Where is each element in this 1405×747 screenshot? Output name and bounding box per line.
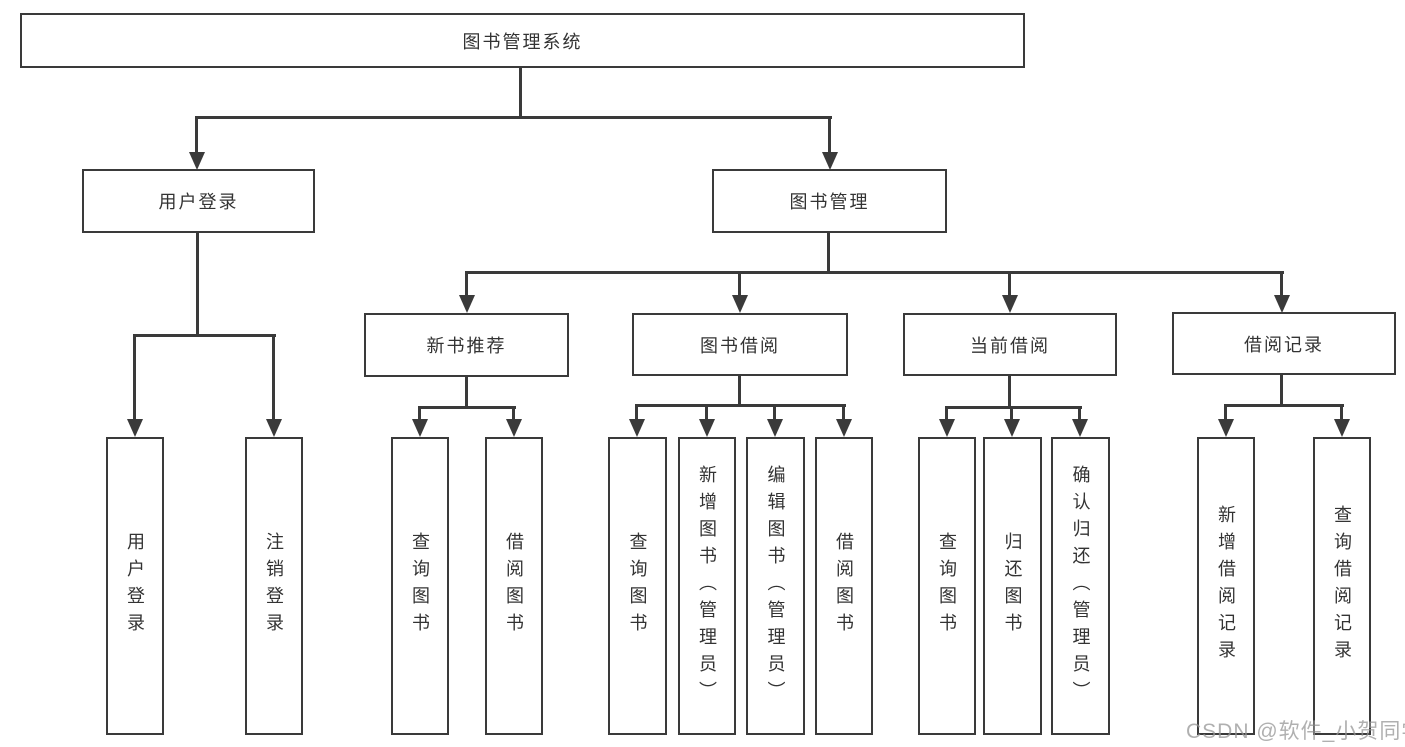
node-label: 用户登录 — [125, 532, 145, 640]
leaf-borrow-books: 借阅图书 — [815, 437, 873, 735]
arrow-down-icon — [1072, 419, 1088, 437]
arrow-down-icon — [1004, 419, 1020, 437]
connector-line — [519, 67, 522, 119]
leaf-return-book: 归还图书 — [983, 437, 1042, 735]
node-label: 当前借阅 — [970, 335, 1050, 356]
node-current-borrow: 当前借阅 — [903, 313, 1117, 376]
node-label: 借阅图书 — [504, 532, 524, 640]
connector-line — [945, 406, 948, 421]
node-label: 新增图书（管理员） — [697, 464, 717, 708]
node-book-management: 图书管理 — [712, 169, 947, 233]
node-label: 借阅记录 — [1244, 334, 1324, 355]
connector-line — [272, 334, 275, 421]
connector-line — [1008, 376, 1011, 409]
node-label: 查询图书 — [627, 532, 648, 640]
arrow-down-icon — [767, 419, 783, 437]
connector-line — [1280, 375, 1283, 407]
node-label: 图书管理系统 — [462, 31, 583, 52]
connector-line — [827, 233, 830, 274]
node-library-system: 图书管理系统 — [20, 13, 1025, 68]
connector-line — [1078, 406, 1081, 421]
node-label: 新增借阅记录 — [1216, 505, 1236, 667]
connector-line — [738, 375, 741, 407]
leaf-logout: 注销登录 — [245, 437, 303, 735]
arrow-down-icon — [1334, 419, 1350, 437]
node-label: 注销登录 — [264, 532, 284, 640]
connector-line — [1280, 271, 1283, 298]
connector-line — [512, 406, 515, 421]
connector-line — [133, 334, 136, 421]
connector-line — [705, 404, 708, 421]
node-label: 借阅图书 — [834, 532, 854, 640]
arrow-down-icon — [836, 419, 852, 437]
node-user-login: 用户登录 — [82, 169, 315, 233]
connector-line — [635, 404, 638, 421]
connector-line — [635, 404, 846, 407]
connector-line — [195, 116, 832, 119]
arrow-down-icon — [629, 419, 645, 437]
connector-line — [1224, 404, 1344, 407]
node-label: 归还图书 — [1002, 532, 1023, 640]
node-label: 图书管理 — [789, 192, 870, 212]
connector-line — [1010, 406, 1013, 421]
connector-line — [418, 406, 421, 421]
node-book-borrow: 图书借阅 — [632, 313, 848, 376]
leaf-add-book-admin: 新增图书（管理员） — [678, 437, 736, 735]
node-label: 查询图书 — [937, 532, 957, 640]
arrow-down-icon — [1002, 295, 1018, 313]
arrow-down-icon — [189, 152, 205, 170]
leaf-query-books-current: 查询图书 — [918, 437, 976, 735]
leaf-add-borrow-record: 新增借阅记录 — [1197, 437, 1255, 735]
node-label: 用户登录 — [158, 192, 239, 212]
leaf-query-borrow-record: 查询借阅记录 — [1313, 437, 1371, 735]
leaf-query-books-borrow: 查询图书 — [608, 437, 667, 735]
node-label: 新书推荐 — [426, 336, 507, 356]
node-label: 查询图书 — [410, 532, 430, 640]
leaf-edit-book-admin: 编辑图书（管理员） — [746, 437, 805, 735]
connector-line — [1224, 404, 1227, 420]
arrow-down-icon — [412, 419, 428, 437]
connector-line — [828, 116, 831, 154]
arrow-down-icon — [506, 419, 522, 437]
leaf-query-books-recommend: 查询图书 — [391, 437, 449, 735]
arrow-down-icon — [1274, 295, 1290, 313]
connector-line — [738, 271, 741, 298]
connector-line — [133, 334, 276, 337]
connector-line — [1340, 404, 1343, 420]
arrow-down-icon — [127, 419, 143, 437]
node-new-book-recommend: 新书推荐 — [364, 313, 569, 377]
connector-line — [945, 406, 1082, 409]
connector-line — [465, 271, 1284, 274]
node-label: 图书借阅 — [700, 335, 780, 356]
leaf-borrow-books-recommend: 借阅图书 — [485, 437, 543, 735]
connector-line — [196, 233, 199, 337]
arrow-down-icon — [1218, 419, 1234, 437]
arrow-down-icon — [459, 295, 475, 313]
connector-line — [773, 404, 776, 421]
arrow-down-icon — [266, 419, 282, 437]
arrow-down-icon — [699, 419, 715, 437]
connector-line — [465, 271, 468, 298]
arrow-down-icon — [939, 419, 955, 437]
connector-line — [842, 404, 845, 421]
node-label: 编辑图书（管理员） — [765, 464, 786, 708]
arrow-down-icon — [822, 152, 838, 170]
connector-line — [418, 406, 516, 409]
node-label: 确认归还（管理员） — [1070, 464, 1091, 708]
arrow-down-icon — [732, 295, 748, 313]
connector-line — [1008, 271, 1011, 298]
node-borrow-records: 借阅记录 — [1172, 312, 1396, 375]
connector-line — [465, 376, 468, 409]
node-label: 查询借阅记录 — [1332, 505, 1352, 667]
leaf-confirm-return-admin: 确认归还（管理员） — [1051, 437, 1110, 735]
leaf-user-login: 用户登录 — [106, 437, 164, 735]
connector-line — [195, 116, 198, 154]
